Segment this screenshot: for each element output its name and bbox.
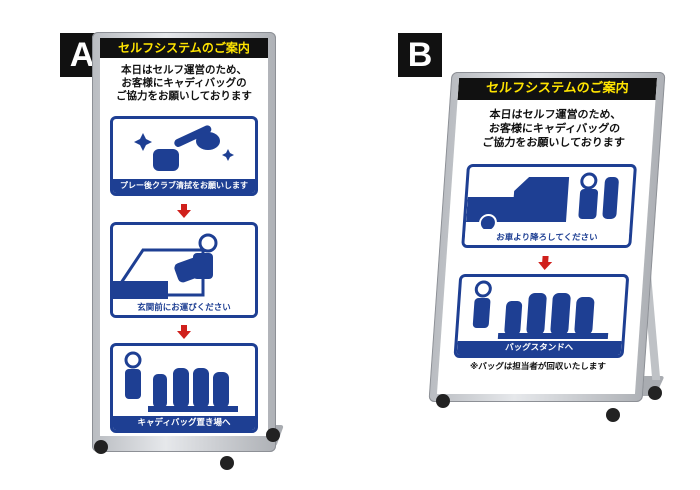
sign-a-wheel-3 (266, 428, 280, 442)
person-carrying-bag-icon (113, 233, 218, 299)
golf-bag-stand-icon (124, 351, 238, 412)
sign-b-note: ※バッグは担当者が回収いたします (469, 362, 607, 372)
sign-b-panel-1-caption: お車より降ろしてください (464, 231, 630, 245)
sign-b-wheel-1 (436, 394, 450, 408)
sign-a-panel-3: キャディバッグ置き場へ (110, 343, 258, 433)
sign-b-wheel-3 (648, 386, 662, 400)
sign-b-message: 本日はセルフ運営のため、 お客様にキャディバッグの ご協力をお願いしております (481, 108, 626, 149)
sign-a-panel-3-caption: キャディバッグ置き場へ (113, 416, 255, 430)
car-trunk-bag-icon (465, 172, 619, 232)
sign-a-wheel-2 (220, 456, 234, 470)
sign-a-wheel-1 (94, 440, 108, 454)
sign-a-panel-1: プレー後クラブ清拭をお願いします (110, 116, 258, 196)
sign-a-title: セルフシステムのご案内 (100, 38, 268, 58)
sign-a-panel-2-caption: 玄関前にお運びください (113, 301, 255, 315)
sign-a-arrow-1 (177, 204, 191, 218)
sign-b-board: セルフシステムのご案内 本日はセルフ運営のため、 お客様にキャディバッグの ご協… (436, 78, 658, 394)
sign-b: セルフシステムのご案内 本日はセルフ運営のため、 お客様にキャディバッグの ご協… (420, 60, 670, 460)
golf-club-cleaning-icon (134, 125, 234, 171)
sign-b-panel-2: バッグスタンドへ (453, 274, 630, 358)
sign-b-panel-1: お車より降ろしてください (461, 164, 638, 248)
sign-a-panel-1-caption: プレー後クラブ清拭をお願いします (113, 179, 255, 193)
sign-a-message: 本日はセルフ運営のため、 お客様にキャディバッグの ご協力をお願いしております (116, 64, 252, 103)
sign-a-board: セルフシステムのご案内 本日はセルフ運営のため、 お客様にキャディバッグの ご協… (100, 38, 268, 436)
sign-b-arrow-1 (537, 262, 553, 270)
golf-bag-stand-icon (472, 280, 609, 339)
sign-a-arrow-2 (177, 325, 191, 339)
sign-b-wheel-2 (606, 408, 620, 422)
sign-a-panel-2: 玄関前にお運びください (110, 222, 258, 318)
sign-b-label: B (398, 33, 442, 77)
sign-b-panel-2-caption: バッグスタンドへ (456, 341, 622, 355)
sign-a: セルフシステムのご案内 本日はセルフ運営のため、 お客様にキャディバッグの ご協… (70, 20, 290, 480)
sign-b-title: セルフシステムのご案内 (457, 78, 658, 100)
